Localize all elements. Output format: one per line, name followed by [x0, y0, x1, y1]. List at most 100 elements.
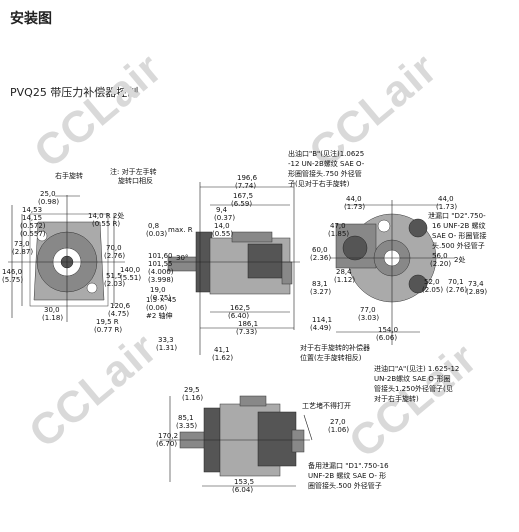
- dim-label: 33,3: [158, 336, 174, 344]
- note-label: 旋转口相反: [118, 177, 153, 185]
- note-label: 备用泄漏口 "D1".750-16: [308, 462, 389, 470]
- dim-label: 44,0: [346, 195, 362, 203]
- note-label: 进油口"A"(见注) 1.625-12: [374, 365, 460, 373]
- dim-label: (1.06): [328, 426, 350, 434]
- dim-label: (6.40): [228, 312, 250, 320]
- dim-label: 70,1: [448, 278, 464, 286]
- dim-label: 9,4: [216, 206, 228, 214]
- dim-label: 14,0 R 2处: [88, 212, 125, 220]
- dim-label: 101,60: [148, 252, 173, 260]
- dim-label: (6.06): [376, 334, 398, 342]
- note-label: 注: 对于左手转: [110, 168, 157, 176]
- dim-label: 19,0: [150, 286, 166, 294]
- dim-label: 30,0: [44, 306, 60, 314]
- dim-label: 44,0: [438, 195, 454, 203]
- note-label: 头.500 外径管子: [432, 242, 485, 250]
- dim-label: 77,0: [360, 306, 376, 314]
- dim-label: 14,0: [214, 222, 230, 230]
- dim-label: 60,0: [312, 246, 328, 254]
- dim-label: (0.55): [212, 230, 234, 238]
- dim-label: 196,6: [237, 174, 258, 182]
- side-view: [167, 182, 300, 355]
- dim-label: (1.62): [212, 354, 234, 362]
- dim-label: (1.18): [42, 314, 64, 322]
- dim-label: (1.85): [328, 230, 350, 238]
- dim-label: 120,6: [110, 302, 131, 310]
- bottom-view: [160, 395, 313, 487]
- dim-label: (6.70): [156, 440, 178, 448]
- dim-label: (5.75): [2, 276, 24, 284]
- dim-label: (4.75): [108, 310, 130, 318]
- dim-label: 52,0: [424, 278, 440, 286]
- dim-label: (6.59): [231, 200, 253, 208]
- note-label: -12 UN-2B螺纹 SAE O-: [288, 160, 365, 168]
- dim-label: (4.49): [310, 324, 332, 332]
- dim-label: #2 轴伸: [146, 312, 173, 320]
- dim-label: 154,0: [378, 326, 399, 334]
- dim-label: (3.998): [148, 276, 174, 284]
- note-label: SAE O- 形圈管接: [432, 232, 487, 240]
- dim-label: 70,0: [106, 244, 122, 252]
- dim-label: 51,5: [106, 272, 122, 280]
- dim-label: (0.75): [150, 294, 172, 302]
- note-label: 圈管接头.500 外径管子: [308, 482, 382, 490]
- dim-label: 101,55: [148, 260, 173, 268]
- note-label: 出油口"B"(见注)1.0625: [288, 150, 365, 158]
- note-label: 对于右手旋转): [374, 395, 419, 403]
- dim-label: 14,15: [22, 214, 43, 222]
- dim-label: (1.16): [182, 394, 204, 402]
- dim-label: 146,0: [2, 268, 23, 276]
- dim-label: 19,5 R: [96, 318, 119, 326]
- dim-label: (1.73): [344, 203, 366, 211]
- note-label: 形圈管接头.750 外径管: [288, 170, 362, 178]
- dim-label: (0.98): [38, 198, 60, 206]
- dim-label: 85,1: [178, 414, 194, 422]
- dim-label: (5.51): [120, 274, 142, 282]
- dim-label: 114,1: [312, 316, 333, 324]
- dim-label: 0,8: [148, 222, 160, 230]
- dim-label: 73,0: [14, 240, 30, 248]
- dim-label: max. R: [168, 226, 193, 234]
- dim-label: 右手旋转: [55, 172, 83, 180]
- dim-label: 153,5: [234, 478, 255, 486]
- dim-label: (2.76): [446, 286, 468, 294]
- dim-label: (0.55 R): [92, 220, 121, 228]
- dim-label: (0.03): [146, 230, 168, 238]
- note-label: UN-2B螺纹 SAE O-形圈: [374, 375, 451, 383]
- dim-label: (2.89): [466, 288, 488, 296]
- dim-label: 73,4: [468, 280, 484, 288]
- dim-label: 140,0: [120, 266, 141, 274]
- dim-label: (3.27): [310, 288, 332, 296]
- dim-label: (4.000): [148, 268, 174, 276]
- dim-label: (7.74): [235, 182, 257, 190]
- dim-label: 83,1: [312, 280, 328, 288]
- dim-label: 28,4: [336, 268, 352, 276]
- dim-label: (0.557): [20, 230, 46, 238]
- dim-label: 167,5: [233, 192, 254, 200]
- dim-label: 27,0: [330, 418, 346, 426]
- dim-label: 29,5: [184, 386, 200, 394]
- note-label: UNF-2B 螺纹 SAE O- 形: [308, 472, 387, 480]
- note-label: 子(见对于右手旋转): [288, 180, 350, 188]
- dim-label: (0.37): [214, 214, 236, 222]
- dim-label: (2.20): [430, 260, 452, 268]
- note-label: 位置(左手旋转相反): [300, 354, 362, 362]
- dim-label: (2.05): [422, 286, 444, 294]
- dim-label: 170,2: [158, 432, 179, 440]
- dim-label: (1.73): [436, 203, 458, 211]
- dim-label: (3.35): [176, 422, 198, 430]
- dim-label: 1.5 × 45: [146, 296, 177, 304]
- note-label: 管接头1.250外径管子(见: [374, 385, 453, 393]
- dim-label: (2.87): [12, 248, 34, 256]
- note-label: 对于右手旋转的补偿器: [300, 344, 370, 352]
- dim-label: (2.36): [310, 254, 332, 262]
- dim-label: (1.12): [334, 276, 356, 284]
- dim-label: 14,53: [22, 206, 43, 214]
- page-title: 安装图: [10, 11, 52, 27]
- dim-label: (3.03): [358, 314, 380, 322]
- dim-label: (0.06): [146, 304, 168, 312]
- dim-label: 162,5: [230, 304, 251, 312]
- dim-label: (2.03): [104, 280, 126, 288]
- dim-label: (0.572): [20, 222, 46, 230]
